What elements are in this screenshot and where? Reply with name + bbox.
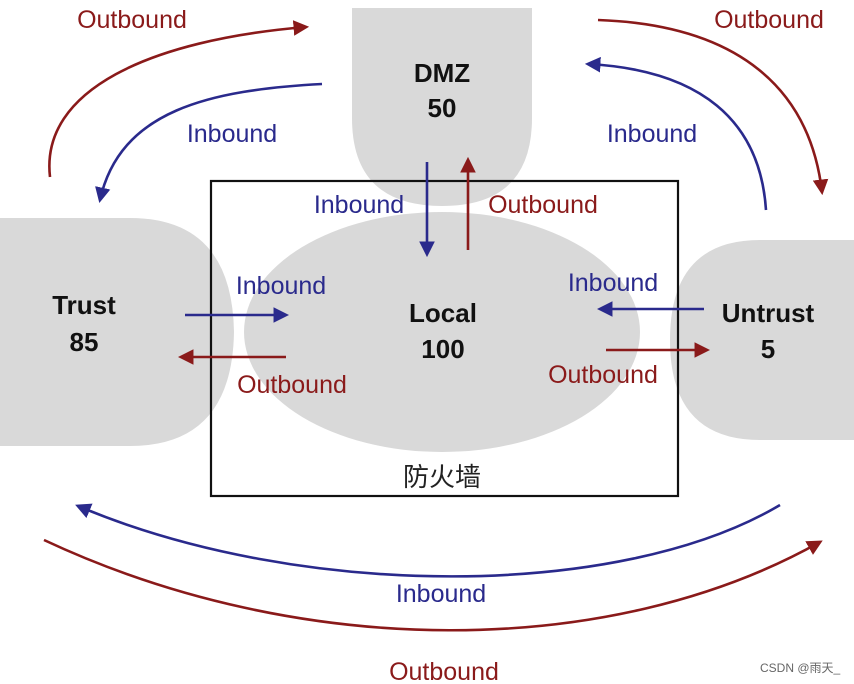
local-to-untrust-outbound-label: Outbound — [548, 361, 658, 389]
trust-to-dmz-outbound-label: Outbound — [77, 6, 187, 34]
dmz-zone-level: 50 — [428, 93, 457, 123]
local-zone-name: Local — [409, 298, 477, 328]
trust-to-dmz-outbound-arrow — [48, 20, 310, 178]
trust-to-local-inbound-label: Inbound — [236, 272, 326, 300]
dmz-to-trust-inbound-arrow — [95, 82, 323, 204]
untrust-to-dmz-inbound-arrow — [584, 56, 768, 211]
dmz-to-untrust-outbound-label: Outbound — [714, 6, 824, 34]
dmz-to-local-inbound-label: Inbound — [314, 191, 404, 219]
trust-to-untrust-outbound-arrow — [43, 538, 823, 632]
watermark-text: CSDN @雨天_ — [760, 661, 841, 675]
trust-zone-level: 85 — [70, 327, 99, 357]
untrust-to-trust-inbound-arrow — [75, 503, 781, 578]
trust-to-untrust-outbound-label: Outbound — [389, 658, 499, 684]
trust-zone-shape — [0, 218, 234, 446]
local-to-trust-outbound-label: Outbound — [237, 371, 347, 399]
dmz-zone-shape — [352, 8, 532, 206]
untrust-to-local-inbound-label: Inbound — [568, 269, 658, 297]
local-zone-shape — [244, 212, 640, 452]
dmz-to-untrust-outbound-arrow — [597, 18, 829, 196]
local-zone-level: 100 — [421, 334, 464, 364]
untrust-zone-shape — [670, 240, 854, 440]
untrust-zone-level: 5 — [761, 334, 775, 364]
untrust-to-dmz-inbound-label: Inbound — [607, 120, 697, 148]
trust-zone-name: Trust — [52, 290, 116, 320]
dmz-zone-name: DMZ — [414, 58, 470, 88]
firewall-box — [209, 179, 680, 498]
local-to-dmz-outbound-label: Outbound — [488, 191, 598, 219]
firewall-label: 防火墙 — [403, 463, 481, 493]
untrust-to-trust-inbound-label: Inbound — [396, 580, 486, 608]
untrust-zone-name: Untrust — [722, 298, 815, 328]
dmz-to-trust-inbound-label: Inbound — [187, 120, 277, 148]
